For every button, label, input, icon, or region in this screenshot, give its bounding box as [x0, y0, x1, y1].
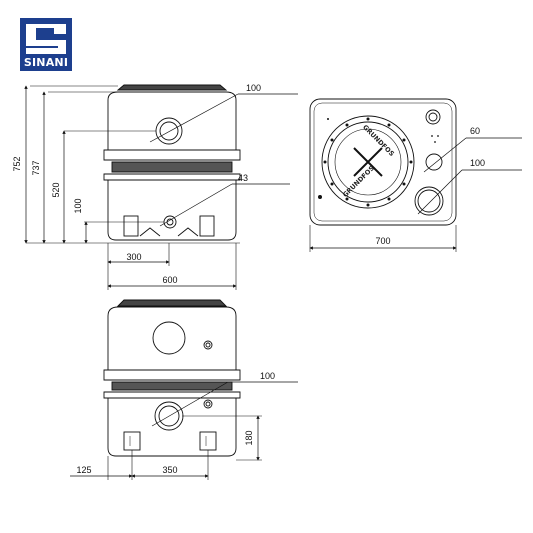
dim-100-height: 100	[73, 198, 83, 213]
dim-700: 700	[375, 236, 390, 246]
logo-text: SINANI	[24, 56, 68, 69]
callout-60: 60	[470, 126, 480, 136]
dim-520: 520	[51, 182, 61, 197]
side-dimensions	[70, 381, 298, 478]
dim-737: 737	[31, 160, 41, 175]
front-callout-leaders	[149, 93, 298, 227]
dim-125: 125	[76, 465, 91, 475]
sinani-logo: SINANI	[20, 18, 72, 71]
top-dimensions	[309, 137, 522, 250]
top-view	[309, 98, 457, 252]
front-view	[26, 84, 241, 290]
side-view	[103, 299, 262, 480]
brand-label-top: GRUNDFOS	[361, 123, 396, 158]
dim-180: 180	[244, 430, 254, 445]
front-width-dimensions	[107, 260, 237, 288]
logo-mark	[26, 24, 66, 54]
lid-bolts	[318, 117, 439, 207]
dim-752: 752	[12, 156, 22, 171]
front-height-dimensions	[24, 85, 88, 244]
callout-100-inlet: 100	[246, 83, 261, 93]
callout-43: 43	[238, 173, 248, 183]
dim-300: 300	[126, 252, 141, 262]
dim-350: 350	[162, 465, 177, 475]
dim-600: 600	[162, 275, 177, 285]
callout-100-top: 100	[470, 158, 485, 168]
callout-100-side: 100	[260, 371, 275, 381]
